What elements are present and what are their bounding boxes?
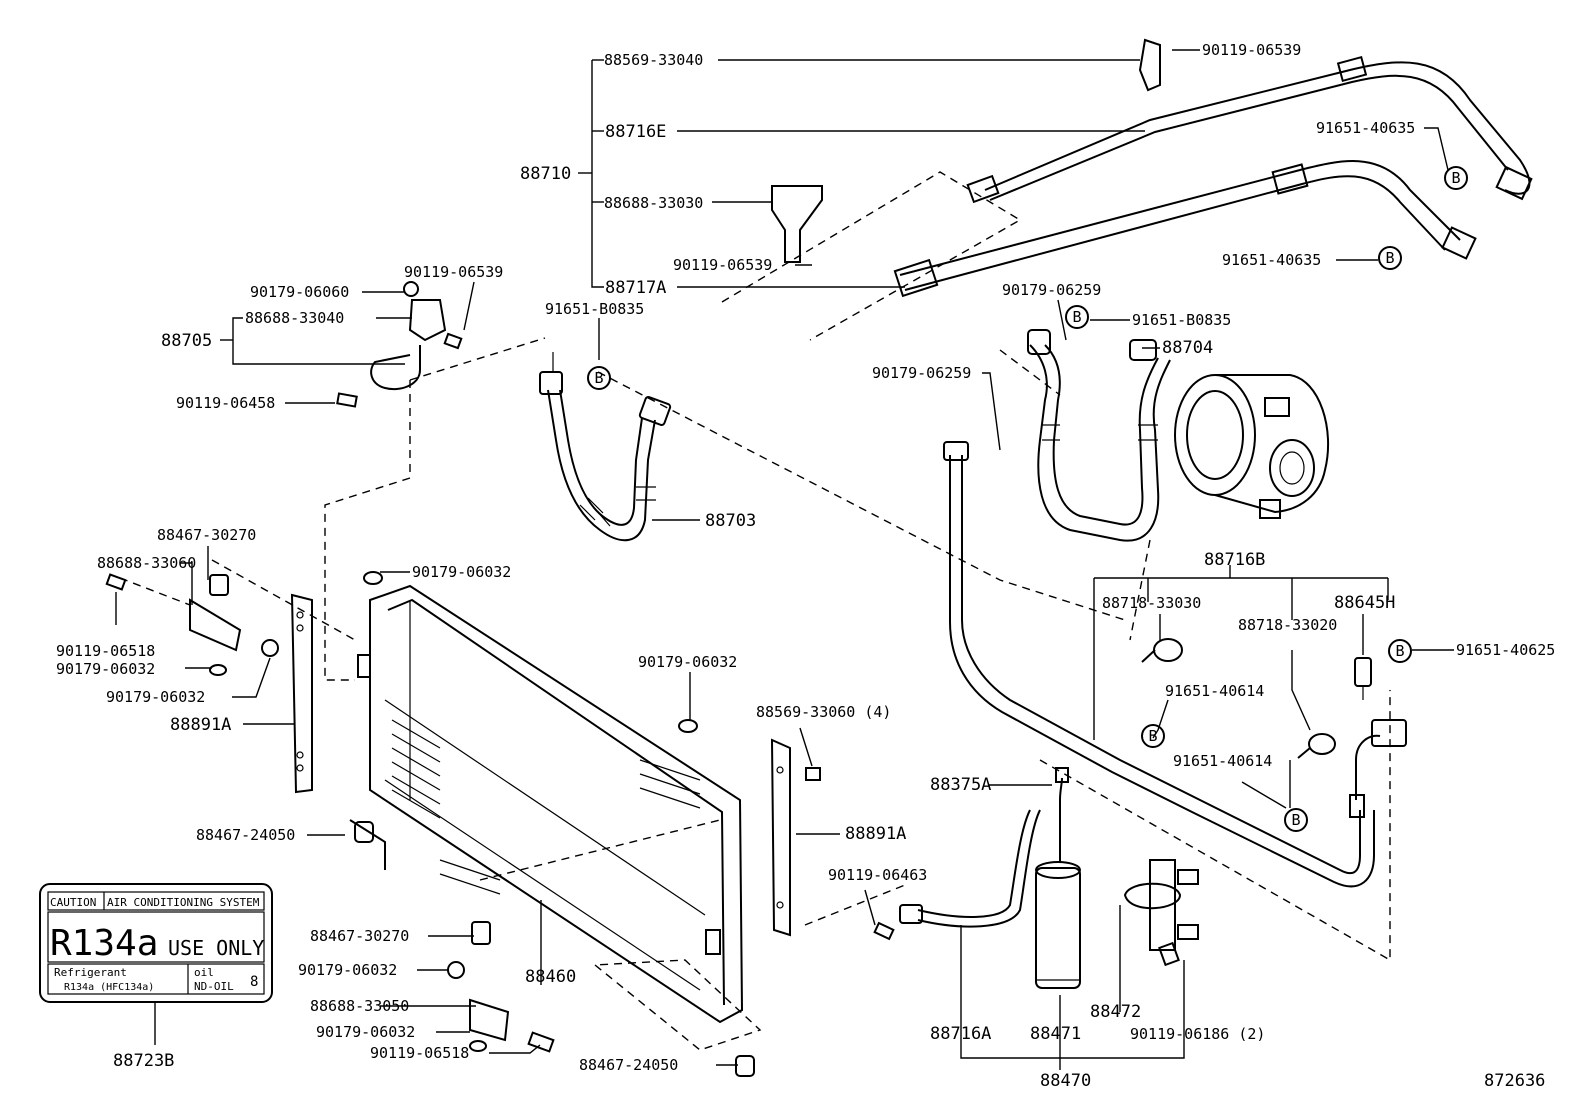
callout-b-circles: B B B B B B B: [587, 166, 1468, 832]
oil-text: oil: [194, 966, 214, 979]
label-88688-33040: 88688-33040: [245, 309, 344, 327]
label-88472: 88472: [1090, 1002, 1141, 1022]
label-88375A: 88375A: [930, 775, 991, 795]
label-88467-24050-a: 88467-24050: [196, 826, 295, 844]
label-88467-24050-b: 88467-24050: [579, 1056, 678, 1074]
label-90179-06032-f: 90179-06032: [316, 1023, 415, 1041]
label-88723B: 88723B: [113, 1051, 174, 1071]
label-88569-33060: 88569-33060 (4): [756, 703, 891, 721]
label-90119-06539-l: 90119-06539: [404, 263, 503, 281]
label-90179-06032-d: 90179-06032: [638, 653, 737, 671]
refrigerant-value: R134a (HFC134a): [64, 982, 154, 993]
svg-text:B: B: [1291, 811, 1300, 829]
label-88569-33040: 88569-33040: [604, 51, 703, 69]
label-90119-06186: 90119-06186 (2): [1130, 1025, 1265, 1043]
label-88688-33050: 88688-33050: [310, 997, 409, 1015]
label-90119-06518-b: 90119-06518: [370, 1044, 469, 1062]
label-90119-06539-mid: 90119-06539: [673, 256, 772, 274]
label-88891A-r: 88891A: [845, 824, 906, 844]
label-88470: 88470: [1040, 1071, 1091, 1091]
bracket-88472: [1123, 859, 1199, 967]
liquid-line: [943, 441, 1407, 888]
oil-value: ND-OIL: [194, 980, 234, 993]
label-88467-30270-a: 88467-30270: [157, 526, 256, 544]
label-88716A: 88716A: [930, 1024, 991, 1044]
label-88460: 88460: [525, 967, 576, 987]
mount-parts-lower: [447, 921, 755, 1077]
label-90179-06032-c: 90179-06032: [106, 688, 205, 706]
callout-b-1: B: [1444, 166, 1468, 190]
label-88716E: 88716E: [605, 122, 666, 142]
label-90179-06060: 90179-06060: [250, 283, 349, 301]
callout-b-4: B: [587, 366, 611, 390]
label-90119-06518-a: 90119-06518: [56, 642, 155, 660]
caution-text: CAUTION: [50, 896, 96, 909]
label-90179-06032-e: 90179-06032: [298, 961, 397, 979]
label-90179-06032-b: 90179-06032: [56, 660, 155, 678]
label-88688-33030: 88688-33030: [604, 194, 703, 212]
leader-lines: [115, 49, 1454, 1070]
label-88467-30270-b: 88467-30270: [310, 927, 409, 945]
condenser: [349, 584, 744, 1024]
label-88710: 88710: [520, 164, 571, 184]
label-88688-33060: 88688-33060: [97, 554, 196, 572]
label-88891A-l: 88891A: [170, 715, 231, 735]
label-91651-40614-b: 91651-40614: [1173, 752, 1272, 770]
svg-text:B: B: [1072, 308, 1081, 326]
part-labels: 88569-33040 90119-06539 88716E 91651-406…: [56, 41, 1555, 1091]
svg-text:B: B: [1451, 169, 1460, 187]
label-88471: 88471: [1030, 1024, 1081, 1044]
svg-text:B: B: [594, 369, 603, 387]
callout-b-7: B: [1284, 808, 1308, 832]
label-88717A: 88717A: [605, 278, 666, 298]
label-91651-B0835-l: 91651-B0835: [545, 300, 644, 318]
label-90179-06259-b: 90179-06259: [872, 364, 971, 382]
callout-b-3: B: [1065, 305, 1089, 329]
compressor: [1174, 374, 1329, 519]
svg-text:B: B: [1395, 642, 1404, 660]
system-text: AIR CONDITIONING SYSTEM: [107, 896, 260, 909]
label-91651-40625: 91651-40625: [1456, 641, 1555, 659]
label-88704: 88704: [1162, 338, 1213, 358]
r134a-text: R134a: [50, 923, 158, 964]
discharge-hose-assembly: [771, 38, 1533, 298]
use-only-text: USE ONLY: [168, 936, 264, 960]
label-88645H: 88645H: [1334, 593, 1395, 613]
label-90119-06458: 90119-06458: [176, 394, 275, 412]
callout-b-2: B: [1378, 246, 1402, 270]
oil-number: 8: [250, 974, 258, 990]
pipe-clips-88716B: [1141, 638, 1372, 759]
label-88718-33020: 88718-33020: [1238, 616, 1337, 634]
label-90119-06539-top: 90119-06539: [1202, 41, 1301, 59]
label-90119-06463: 90119-06463: [828, 866, 927, 884]
compressor-hose: [1027, 329, 1171, 542]
bracket-88705: [336, 281, 463, 408]
svg-text:B: B: [1148, 727, 1157, 745]
label-91651-40635-a: 91651-40635: [1316, 119, 1415, 137]
mount-parts-left: [105, 571, 821, 843]
refrigerant-text: Refrigerant: [54, 966, 127, 979]
label-91651-B0835-r: 91651-B0835: [1132, 311, 1231, 329]
dashed-guides: [119, 171, 1391, 1051]
side-bracket-left: [290, 593, 313, 794]
label-88718-33030: 88718-33030: [1102, 594, 1201, 612]
callout-b-6: B: [1141, 724, 1165, 748]
svg-text:B: B: [1385, 249, 1394, 267]
caution-label-88723B: CAUTION AIR CONDITIONING SYSTEM R134a US…: [39, 883, 273, 1003]
callout-b-5: B: [1388, 639, 1412, 663]
label-91651-40635-b: 91651-40635: [1222, 251, 1321, 269]
receiver-dryer: [873, 767, 1081, 989]
label-88716B: 88716B: [1204, 550, 1265, 570]
diagram-id: 872636: [1484, 1071, 1545, 1091]
label-90179-06259-a: 90179-06259: [1002, 281, 1101, 299]
label-90179-06032-a: 90179-06032: [412, 563, 511, 581]
side-bracket-right: [770, 738, 791, 937]
label-88705: 88705: [161, 331, 212, 351]
hose-88703: [539, 352, 672, 542]
label-88703: 88703: [705, 511, 756, 531]
label-91651-40614-a: 91651-40614: [1165, 682, 1264, 700]
